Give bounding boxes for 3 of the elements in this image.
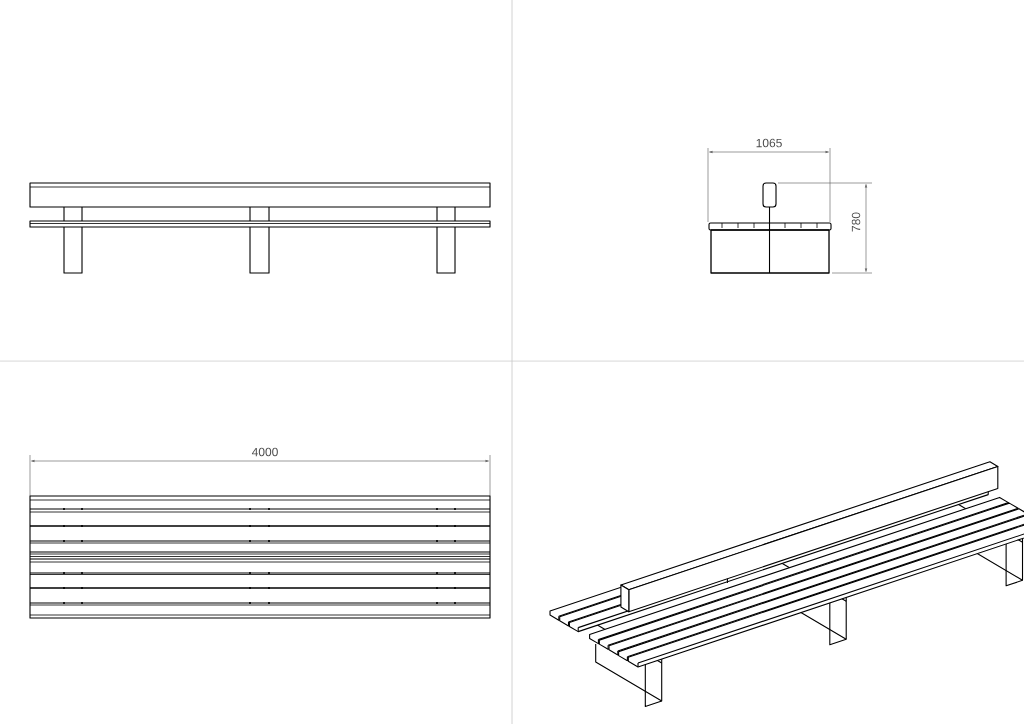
dimension-label: 1065 [756, 138, 782, 148]
dimension-label: 4000 [251, 447, 278, 457]
dimension-label: 780 [851, 212, 861, 232]
